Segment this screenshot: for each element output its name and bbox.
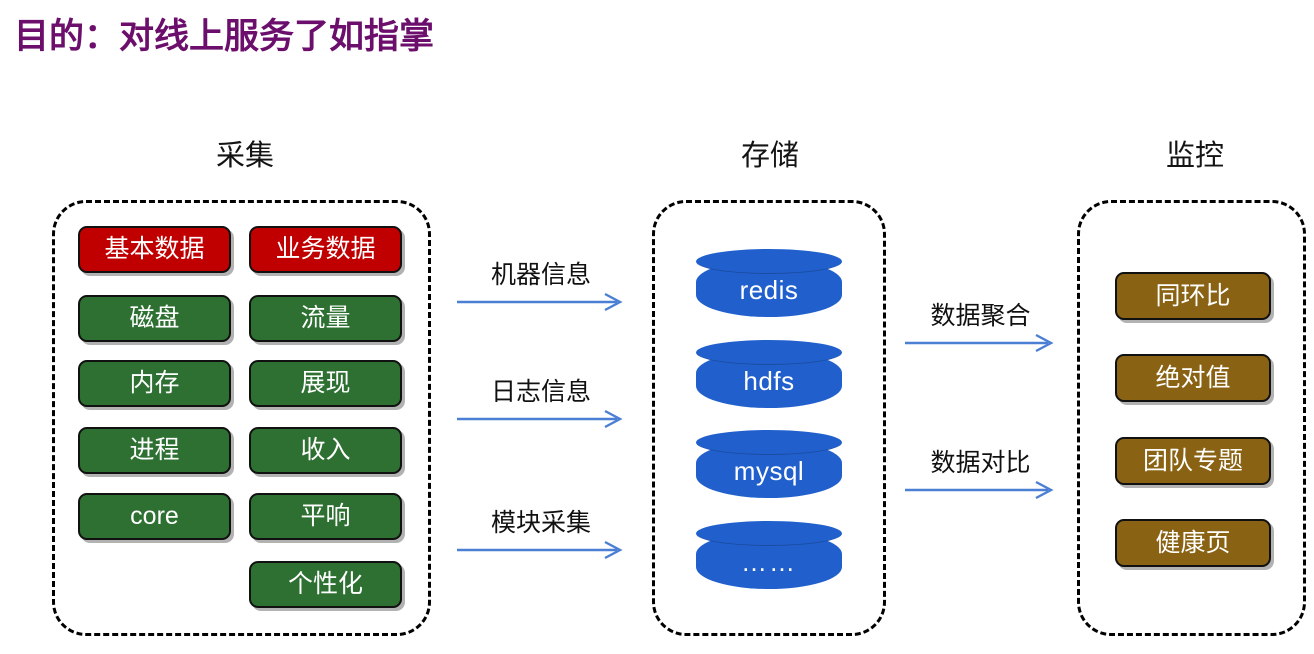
- arrow-label: 日志信息: [490, 378, 591, 406]
- chip-label: 展现: [300, 369, 351, 397]
- arrow-data-comparison: 数据对比: [903, 443, 1058, 503]
- monitor-container: [1077, 200, 1306, 636]
- column-header-monitor: 监控: [1165, 140, 1224, 172]
- arrow-machine-info: 机器信息: [455, 255, 627, 315]
- collect-chip-business-data[interactable]: 业务数据: [249, 226, 402, 273]
- chip-label: 团队专题: [1142, 446, 1243, 475]
- chip-label: 基本数据: [104, 235, 205, 263]
- cylinder-top-ellipse: [696, 249, 842, 274]
- chip-label: 磁盘: [129, 304, 180, 332]
- collect-chip-core[interactable]: core: [78, 493, 231, 540]
- monitor-chip-team-topic[interactable]: 团队专题: [1115, 437, 1271, 485]
- cylinder-top-ellipse: [696, 521, 842, 546]
- storage-container: [652, 200, 886, 636]
- chip-label: core: [130, 502, 179, 530]
- chip-label: 健康页: [1155, 528, 1231, 557]
- storage-cylinder-redis[interactable]: redis: [696, 249, 842, 317]
- chip-label: 流量: [300, 304, 351, 332]
- chip-label: 业务数据: [275, 235, 376, 263]
- collect-chip-disk[interactable]: 磁盘: [78, 295, 231, 342]
- column-header-collect: 采集: [215, 140, 274, 172]
- column-header-storage: 存储: [740, 140, 799, 172]
- cylinder-top-ellipse: [696, 340, 842, 365]
- storage-cylinder-mysql[interactable]: mysql: [696, 430, 842, 498]
- arrow-label: 模块采集: [490, 509, 591, 537]
- chip-label: 平响: [300, 502, 351, 530]
- chip-label: 个性化: [287, 570, 363, 598]
- arrow-right-icon: [905, 480, 1054, 500]
- chip-label: 同环比: [1155, 281, 1231, 310]
- cylinder-label: redis: [739, 274, 799, 305]
- collect-chip-process[interactable]: 进程: [78, 427, 231, 474]
- arrow-right-icon: [457, 540, 623, 560]
- collect-chip-traffic[interactable]: 流量: [249, 295, 402, 342]
- collect-container: [52, 200, 431, 636]
- collect-chip-personalization[interactable]: 个性化: [249, 561, 402, 608]
- monitor-chip-health-page[interactable]: 健康页: [1115, 519, 1271, 567]
- storage-cylinder-other[interactable]: ……: [696, 521, 842, 589]
- arrow-log-info: 日志信息: [455, 372, 627, 432]
- chip-label: 进程: [129, 436, 180, 464]
- arrow-label: 数据聚合: [930, 302, 1031, 330]
- storage-cylinder-hdfs[interactable]: hdfs: [696, 340, 842, 408]
- collect-chip-revenue[interactable]: 收入: [249, 427, 402, 474]
- collect-chip-avg-latency[interactable]: 平响: [249, 493, 402, 540]
- cylinder-label: ……: [741, 546, 797, 577]
- arrow-data-aggregation: 数据聚合: [903, 296, 1058, 356]
- arrow-right-icon: [457, 409, 623, 429]
- arrow-right-icon: [905, 333, 1054, 353]
- monitor-chip-absolute-value[interactable]: 绝对值: [1115, 354, 1271, 402]
- page-title: 目的：对线上服务了如指掌: [14, 17, 435, 56]
- arrow-label: 数据对比: [930, 449, 1031, 477]
- cylinder-top-ellipse: [696, 430, 842, 455]
- monitor-chip-yoy-mom[interactable]: 同环比: [1115, 272, 1271, 320]
- chip-label: 内存: [129, 369, 180, 397]
- arrow-module-collect: 模块采集: [455, 503, 627, 563]
- collect-chip-impression[interactable]: 展现: [249, 360, 402, 407]
- cylinder-label: hdfs: [743, 365, 795, 396]
- collect-chip-basic-data[interactable]: 基本数据: [78, 226, 231, 273]
- chip-label: 收入: [300, 436, 351, 464]
- collect-chip-memory[interactable]: 内存: [78, 360, 231, 407]
- arrow-right-icon: [457, 292, 623, 312]
- chip-label: 绝对值: [1155, 363, 1231, 392]
- cylinder-label: mysql: [733, 455, 805, 486]
- arrow-label: 机器信息: [490, 261, 591, 289]
